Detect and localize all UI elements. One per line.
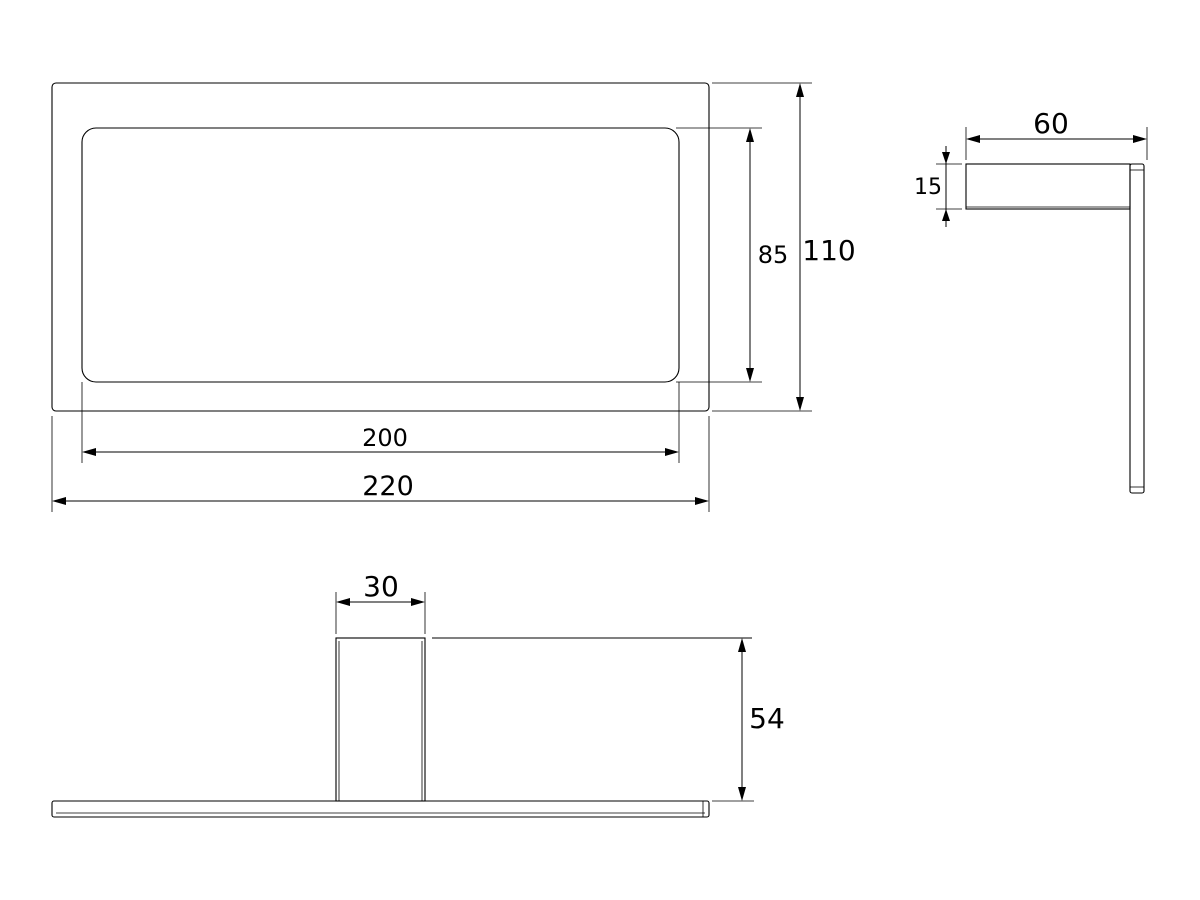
side-view-shelf-body — [965, 163, 1131, 210]
top-view-outer-outline — [51, 82, 710, 412]
dimension-front-height: 54 — [712, 638, 785, 802]
side-view: 60 15 — [914, 107, 1148, 494]
front-view: 30 54 — [51, 570, 785, 818]
dimension-side-thickness: 15 — [914, 146, 962, 227]
dimension-label-overall-width: 220 — [362, 471, 414, 502]
dimension-front-bracket-width: 30 — [335, 570, 426, 634]
dimension-side-depth: 60 — [965, 107, 1148, 160]
dimension-label-side-depth: 60 — [1033, 107, 1069, 140]
dimension-label-side-thickness: 15 — [914, 175, 942, 200]
top-view: 85 110 200 220 — [51, 82, 856, 512]
dimension-overall-height: 110 — [712, 82, 856, 412]
dimension-overall-width: 220 — [51, 416, 710, 512]
dimension-label-inner-height: 85 — [758, 241, 789, 269]
dimension-label-front-height: 54 — [749, 702, 785, 735]
front-view-base-plate — [51, 800, 710, 818]
top-view-inner-recess — [81, 127, 680, 383]
dimension-label-front-bracket-width: 30 — [363, 570, 399, 603]
side-view-backplate — [1129, 163, 1145, 494]
dimension-label-inner-width: 200 — [362, 424, 408, 452]
front-view-bracket — [335, 637, 426, 802]
dimension-label-overall-height: 110 — [802, 234, 855, 267]
dimension-inner-height: 85 — [676, 127, 789, 383]
dimension-inner-width: 200 — [81, 382, 680, 463]
